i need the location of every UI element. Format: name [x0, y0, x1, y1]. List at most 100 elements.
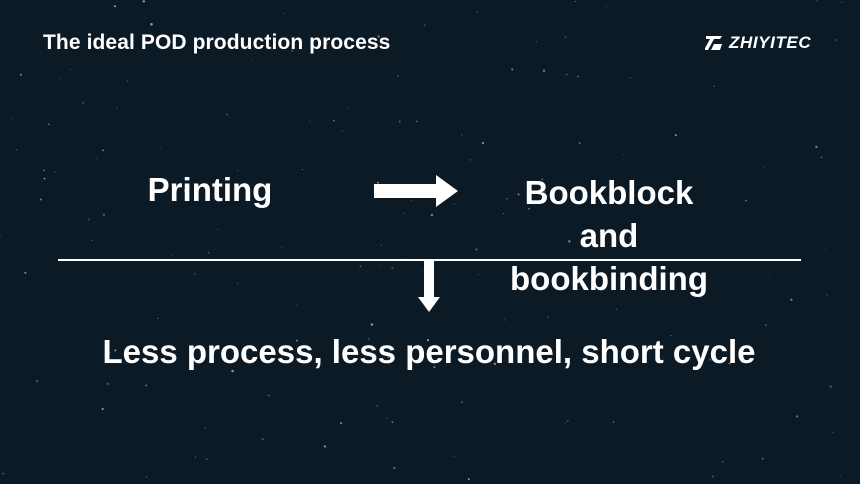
star-dot — [302, 168, 303, 170]
star-dot — [267, 394, 270, 397]
star-dot — [410, 200, 412, 202]
star-dot — [790, 298, 793, 301]
star-dot — [503, 213, 505, 214]
star-dot — [283, 12, 285, 14]
star-dot — [43, 177, 46, 180]
star-dot — [54, 171, 56, 173]
zhiyitec-logo-icon — [705, 36, 722, 50]
star-dot — [47, 123, 50, 126]
star-dot — [226, 113, 229, 116]
star-dot — [81, 101, 85, 104]
star-dot — [469, 159, 472, 161]
star-dot — [816, 0, 818, 2]
star-dot — [745, 199, 747, 202]
star-dot — [281, 246, 283, 248]
star-dot — [323, 445, 326, 448]
star-dot — [309, 120, 311, 122]
star-dot — [562, 3, 564, 5]
star-dot — [670, 334, 672, 336]
star-dot — [87, 218, 90, 221]
star-dot — [377, 35, 380, 38]
star-dot — [333, 120, 335, 122]
star-dot — [113, 5, 117, 8]
star-dot — [577, 75, 579, 78]
star-dot — [204, 427, 207, 429]
star-dot — [453, 456, 455, 457]
star-dot — [532, 47, 534, 49]
star-dot — [11, 118, 13, 120]
star-dot — [193, 272, 196, 275]
star-dot — [108, 351, 111, 354]
star-dot — [713, 85, 715, 88]
star-dot — [542, 69, 546, 73]
star-dot — [150, 22, 153, 26]
star-dot — [347, 107, 349, 109]
star-dot — [376, 404, 379, 407]
star-dot — [460, 134, 463, 136]
star-dot — [565, 73, 568, 76]
star-dot — [493, 362, 497, 366]
star-dot — [127, 80, 129, 82]
star-dot — [102, 149, 104, 152]
star-dot — [69, 69, 71, 71]
star-dot — [629, 237, 631, 239]
star-dot — [612, 421, 615, 423]
star-dot — [402, 212, 405, 215]
star-dot — [15, 148, 18, 151]
star-dot — [397, 74, 399, 77]
star-dot — [763, 166, 765, 168]
star-dot — [142, 0, 145, 3]
step2-line-3: bookbinding — [510, 260, 708, 297]
star-dot — [453, 203, 455, 205]
star-dot — [547, 316, 549, 318]
star-dot — [391, 266, 394, 270]
star-dot — [398, 120, 401, 123]
star-dot — [237, 282, 239, 284]
star-dot — [674, 134, 677, 137]
star-dot — [728, 362, 731, 365]
process-step-printing: Printing — [147, 171, 273, 208]
star-dot — [102, 213, 106, 217]
star-dot — [380, 244, 382, 246]
star-dot — [19, 73, 23, 76]
star-dot — [341, 137, 343, 138]
star-dot — [96, 158, 98, 160]
star-dot — [43, 169, 45, 172]
star-dot — [145, 384, 148, 387]
star-dot — [768, 274, 770, 276]
star-dot — [721, 460, 724, 463]
slide-title: The ideal POD production process — [43, 31, 391, 54]
arrow-down-icon — [418, 261, 440, 312]
star-dot — [535, 41, 538, 43]
star-dot — [433, 366, 436, 369]
arrow-right-icon — [374, 175, 458, 207]
process-step-bookbinding: Bookblock and bookbinding — [510, 171, 708, 300]
star-dot — [386, 417, 388, 419]
star-dot — [393, 466, 396, 470]
star-dot — [543, 190, 547, 193]
star-dot — [475, 248, 478, 251]
star-dot — [157, 317, 159, 319]
summary-statement: Less process, less personnel, short cycl… — [102, 333, 756, 370]
star-dot — [481, 141, 485, 145]
star-dot — [829, 385, 832, 388]
star-dot — [568, 240, 571, 243]
star-dot — [0, 234, 1, 237]
star-dot — [359, 265, 362, 268]
star-dot — [564, 422, 567, 424]
star-dot — [709, 358, 712, 361]
star-dot — [212, 233, 214, 235]
star-dot — [296, 304, 298, 306]
star-dot — [506, 198, 508, 200]
star-dot — [340, 422, 343, 425]
star-dot — [511, 68, 514, 71]
star-dot — [528, 207, 530, 210]
star-dot — [65, 425, 67, 427]
star-dot — [159, 146, 161, 148]
star-dot — [391, 421, 394, 424]
star-dot — [615, 308, 618, 311]
star-dot — [116, 107, 118, 110]
star-dot — [477, 273, 480, 276]
star-dot — [831, 431, 834, 434]
star-dot — [206, 458, 208, 460]
